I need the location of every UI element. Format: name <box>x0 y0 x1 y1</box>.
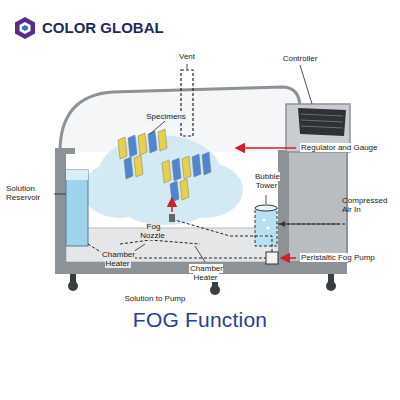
vent-duct <box>181 70 193 136</box>
part-label: Compressed Air In <box>342 196 398 214</box>
fog-pump <box>266 252 278 264</box>
part-label: Vent <box>170 52 204 61</box>
solution-reservoir <box>66 170 88 246</box>
label-holder: Solution to Pump <box>110 294 200 303</box>
label-holder: Specimens <box>140 112 192 121</box>
regulator-arrow <box>236 147 296 149</box>
part-label: Solution Reservoir <box>6 184 54 202</box>
part-label: Fog Nozzle <box>140 222 165 240</box>
part-label: Peristaltic Fog Pump <box>300 253 376 262</box>
reservoir-top <box>66 170 88 180</box>
nozzle-arrow <box>171 198 173 212</box>
part-label: Controller <box>272 54 328 63</box>
part-label: Specimens <box>145 112 187 121</box>
part-label: Regulator and Gauge <box>300 143 379 152</box>
label-holder: Fog Nozzle <box>138 222 168 240</box>
cabinet <box>288 150 347 262</box>
part-label: Chamber Heater <box>189 264 223 282</box>
part-label: Solution to Pump <box>124 294 187 303</box>
part-label: Chamber Heater <box>101 250 135 268</box>
bubble-tower <box>255 205 277 246</box>
label-holder: Bubble Tower <box>246 172 288 190</box>
specimens <box>118 129 211 202</box>
label-holder: Chamber Heater <box>186 264 226 282</box>
fog-nozzle <box>169 214 175 222</box>
air-arrow <box>280 224 340 225</box>
caption: FOG Function <box>0 308 400 332</box>
logo-icon <box>15 17 35 39</box>
label-holder: Peristaltic Fog Pump <box>300 253 398 262</box>
leader-lines <box>54 64 312 262</box>
label-holder: Chamber Heater <box>98 250 138 268</box>
label-holder: Regulator and Gauge <box>300 143 396 152</box>
part-label: Bubble Tower <box>254 172 280 190</box>
pump-arrow <box>281 257 296 259</box>
brand-name: COLOR GLOBAL <box>42 19 182 36</box>
